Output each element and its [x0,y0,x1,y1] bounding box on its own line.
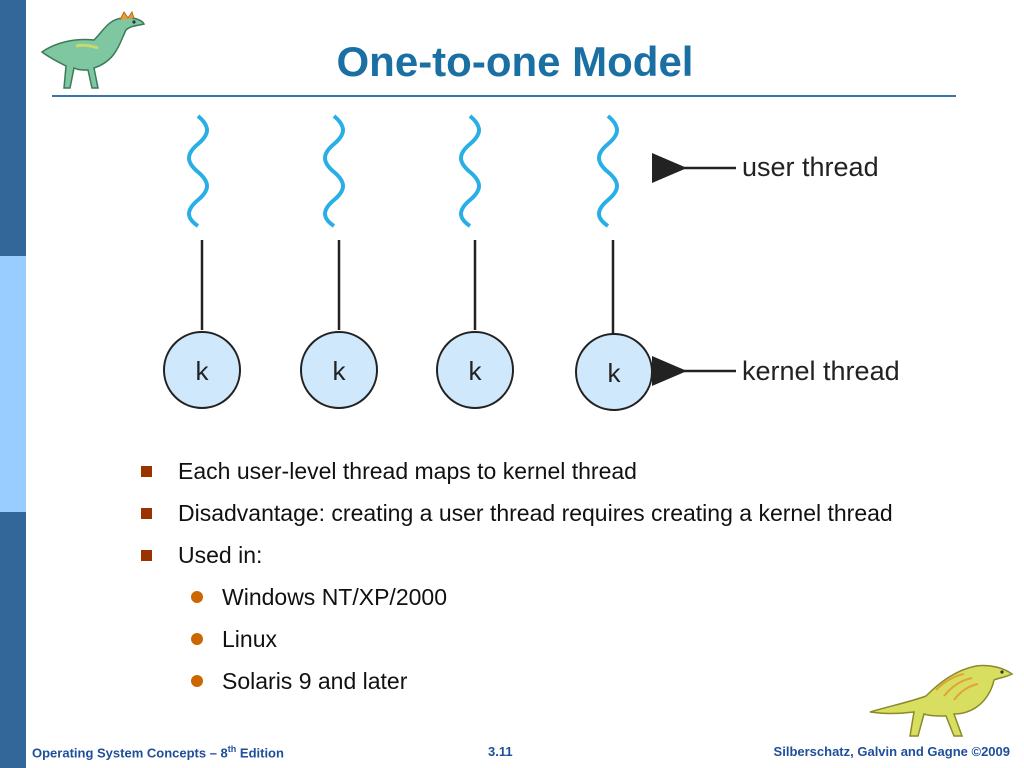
square-bullet-icon [141,508,152,519]
round-bullet-icon [191,591,203,603]
dinosaur-icon [40,10,146,89]
title-underline [52,95,956,97]
sub-bullet-item: Linux [138,624,998,666]
thread-pair-2: k [300,114,378,409]
bullet-list: Each user-level thread maps to kernel th… [138,456,998,708]
bullet-item: Used in: [138,540,998,582]
thread-pair-4: k [575,114,653,411]
footer-authors: Silberschatz, Galvin and Gagne ©2009 [773,744,1010,759]
thread-pair-3: k [436,114,514,409]
sub-bullet-text: Solaris 9 and later [222,668,408,694]
user-thread-wave [187,114,209,228]
side-band-bottom [0,512,26,768]
kernel-thread-k: k [333,356,347,386]
user-thread-wave [323,114,345,228]
bullet-item: Each user-level thread maps to kernel th… [138,456,998,498]
side-band [0,0,26,768]
one-to-one-diagram: k k k k user thread kernel thread [163,114,900,411]
user-thread-wave [597,114,619,228]
kernel-thread-circle [163,331,241,409]
bullet-text: Used in: [178,542,263,568]
bullet-text: Each user-level thread maps to kernel th… [178,458,637,484]
user-thread-wave [459,114,481,228]
round-bullet-icon [191,675,203,687]
sub-bullet-text: Windows NT/XP/2000 [222,584,447,610]
footer-book-title: Operating System Concepts – 8th Edition [32,744,284,761]
thread-pair-1: k [163,114,241,409]
bullet-text: Disadvantage: creating a user thread req… [178,500,893,526]
square-bullet-icon [141,466,152,477]
square-bullet-icon [141,550,152,561]
kernel-thread-k: k [196,356,210,386]
kernel-thread-k: k [469,356,483,386]
round-bullet-icon [191,633,203,645]
side-band-middle [0,256,26,512]
kernel-thread-circle [300,331,378,409]
dinosaur-icon [869,664,1014,737]
sub-bullet-text: Linux [222,626,277,652]
bullet-item: Disadvantage: creating a user thread req… [138,498,998,540]
kernel-thread-k: k [608,358,622,388]
side-band-top [0,0,26,256]
user-thread-label: user thread [742,152,879,182]
kernel-thread-label: kernel thread [742,356,900,386]
sub-bullet-item: Windows NT/XP/2000 [138,582,998,624]
footer-page-number: 3.11 [488,744,513,759]
slide-title: One-to-one Model [336,38,694,85]
sub-bullet-item: Solaris 9 and later [138,666,998,708]
kernel-thread-circle [436,331,514,409]
